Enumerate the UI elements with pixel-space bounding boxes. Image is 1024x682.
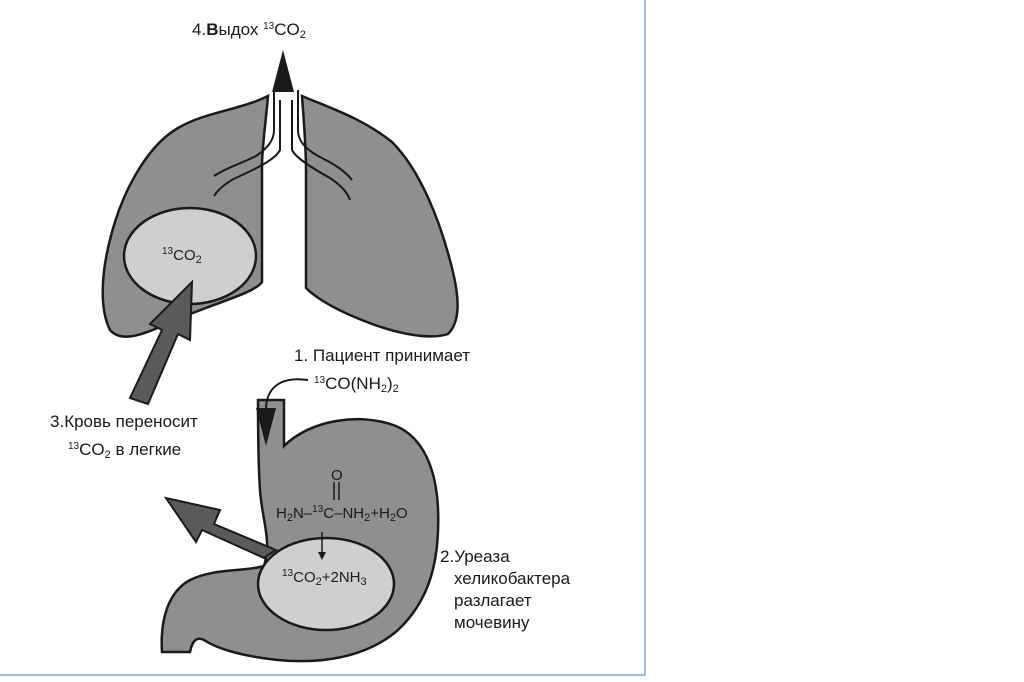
step3-label: 3.Кровь переносит — [50, 412, 198, 431]
bronchi — [213, 100, 351, 201]
diagram-panel: 4.Выдох 13CO2 13CO2 1. Пациент принимает… — [0, 0, 646, 676]
blood-out-arrow — [163, 496, 279, 560]
exhale-arrow — [272, 50, 294, 92]
trachea — [213, 90, 353, 181]
lungs — [101, 90, 459, 338]
stomach-bubble-label: 13CO2+2NH3 — [282, 568, 367, 588]
urea-breath-test-diagram — [101, 50, 459, 663]
urea-formula: H2N–13C–NH2+H2O — [276, 504, 408, 524]
step3-formula: 13CO2 в легкие — [68, 440, 182, 461]
blood-to-lungs-arrow — [128, 279, 194, 406]
stomach-bubble — [256, 536, 396, 632]
step1-formula: 13CO(NH2)2 — [314, 374, 399, 395]
step1-label: 1. Пациент принимает — [294, 346, 471, 365]
intake-curve — [265, 378, 309, 411]
step2-label: 2.Уреаза хеликобактера разлагает мочевин… — [440, 547, 571, 632]
urea-oxygen: O — [331, 467, 343, 484]
step4-label: 4.Выдох 13CO2 — [192, 20, 306, 41]
lung-bubble-label: 13CO2 — [162, 246, 202, 266]
reaction-arrowhead — [318, 552, 326, 560]
intake-arrowhead — [256, 408, 276, 446]
left-lung-right-side — [300, 94, 459, 338]
